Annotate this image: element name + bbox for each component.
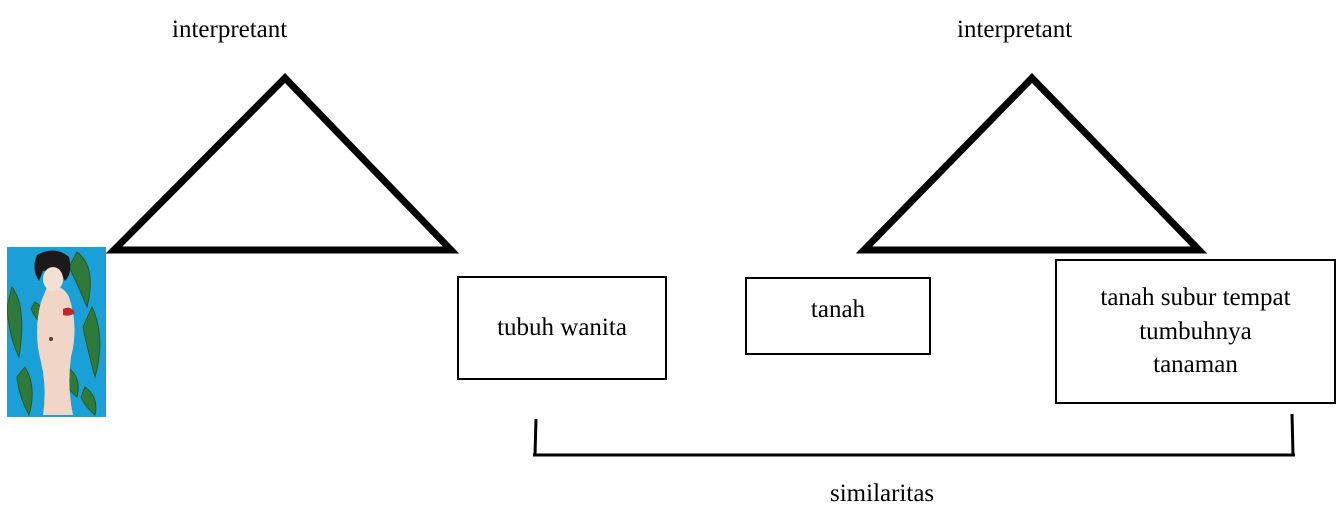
box-tanah-subur: tanah subur tempat tumbuhnya tanaman [1055, 259, 1336, 404]
right-interpretant-label: interpretant [957, 16, 1073, 43]
similaritas-label: similaritas [830, 480, 935, 507]
similarity-bracket [533, 413, 1295, 457]
box-tanah-subur-text: tanah subur tempat tumbuhnya tanaman [1100, 283, 1291, 379]
right-triangle [855, 72, 1208, 254]
box-tubuh-wanita: tubuh wanita [457, 276, 667, 380]
left-triangle [105, 72, 460, 254]
painting-image [7, 247, 106, 417]
box-tanah-text: tanah [810, 296, 866, 323]
left-interpretant-label: interpretant [172, 16, 288, 43]
box-tubuh-wanita-text: tubuh wanita [497, 314, 627, 342]
box-tanah: tanah [745, 277, 931, 355]
